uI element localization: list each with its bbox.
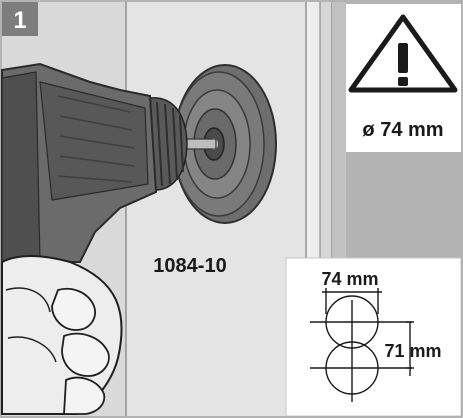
hand <box>1 254 123 415</box>
hole-saw-disc <box>173 64 277 224</box>
warning-triangle-icon <box>348 14 458 93</box>
warning-diameter-label: ø 74 mm <box>362 119 443 141</box>
drill-body <box>1 62 158 263</box>
drill-chuck <box>145 97 188 191</box>
center-distance-label: 71 mm <box>384 341 441 361</box>
part-number-label: 1084-10 <box>153 255 226 277</box>
step-number: 1 <box>13 7 26 34</box>
hole-diameter-label: 74 mm <box>321 269 378 289</box>
dimension-drawing <box>310 288 414 402</box>
step-badge <box>2 2 38 36</box>
